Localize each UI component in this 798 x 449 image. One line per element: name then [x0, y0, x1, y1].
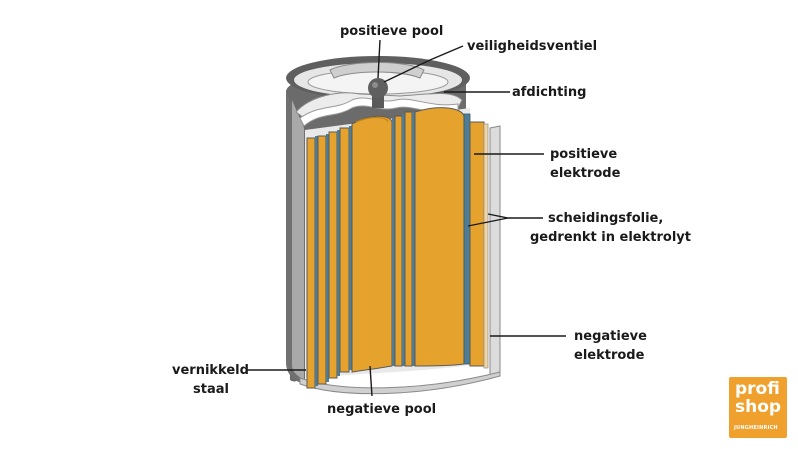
label-positive-electrode-line2: elektrode — [550, 166, 621, 181]
safety-valve — [368, 78, 388, 108]
left-sheet-stack — [306, 126, 352, 389]
central-sheet — [351, 115, 393, 373]
label-nickel-steel-line2: staal — [193, 382, 229, 397]
label-nickel-steel-line1: vernikkeld — [172, 363, 249, 378]
logo-text-profi: profi — [735, 379, 780, 399]
right-sheet — [414, 107, 465, 367]
label-separator-line2: gedrenkt in elektrolyt — [530, 230, 691, 245]
label-seal: afdichting — [512, 85, 586, 100]
label-separator-line1: scheidingsfolie, — [548, 211, 663, 226]
label-negative-pole: negatieve pool — [327, 402, 436, 417]
label-positive-pole: positieve pool — [340, 24, 443, 39]
electrode-roll — [305, 107, 489, 389]
labels: positieve pool veiligheidsventiel afdich… — [172, 24, 691, 417]
middle-sheet-stack — [392, 111, 415, 367]
outer-electrode — [469, 121, 485, 367]
label-safety-valve: veiligheidsventiel — [467, 39, 597, 54]
label-positive-electrode-line1: positieve — [550, 147, 617, 162]
label-negative-electrode-line2: elektrode — [574, 348, 645, 363]
profishop-logo[interactable]: profi shop JUNGHEINRICH — [729, 377, 787, 438]
logo-text-shop: shop — [735, 397, 782, 417]
leader-lines — [246, 39, 566, 397]
separator-band — [463, 113, 471, 365]
logo-text-brand: JUNGHEINRICH — [734, 425, 778, 431]
label-negative-electrode-line1: negatieve — [574, 329, 647, 344]
